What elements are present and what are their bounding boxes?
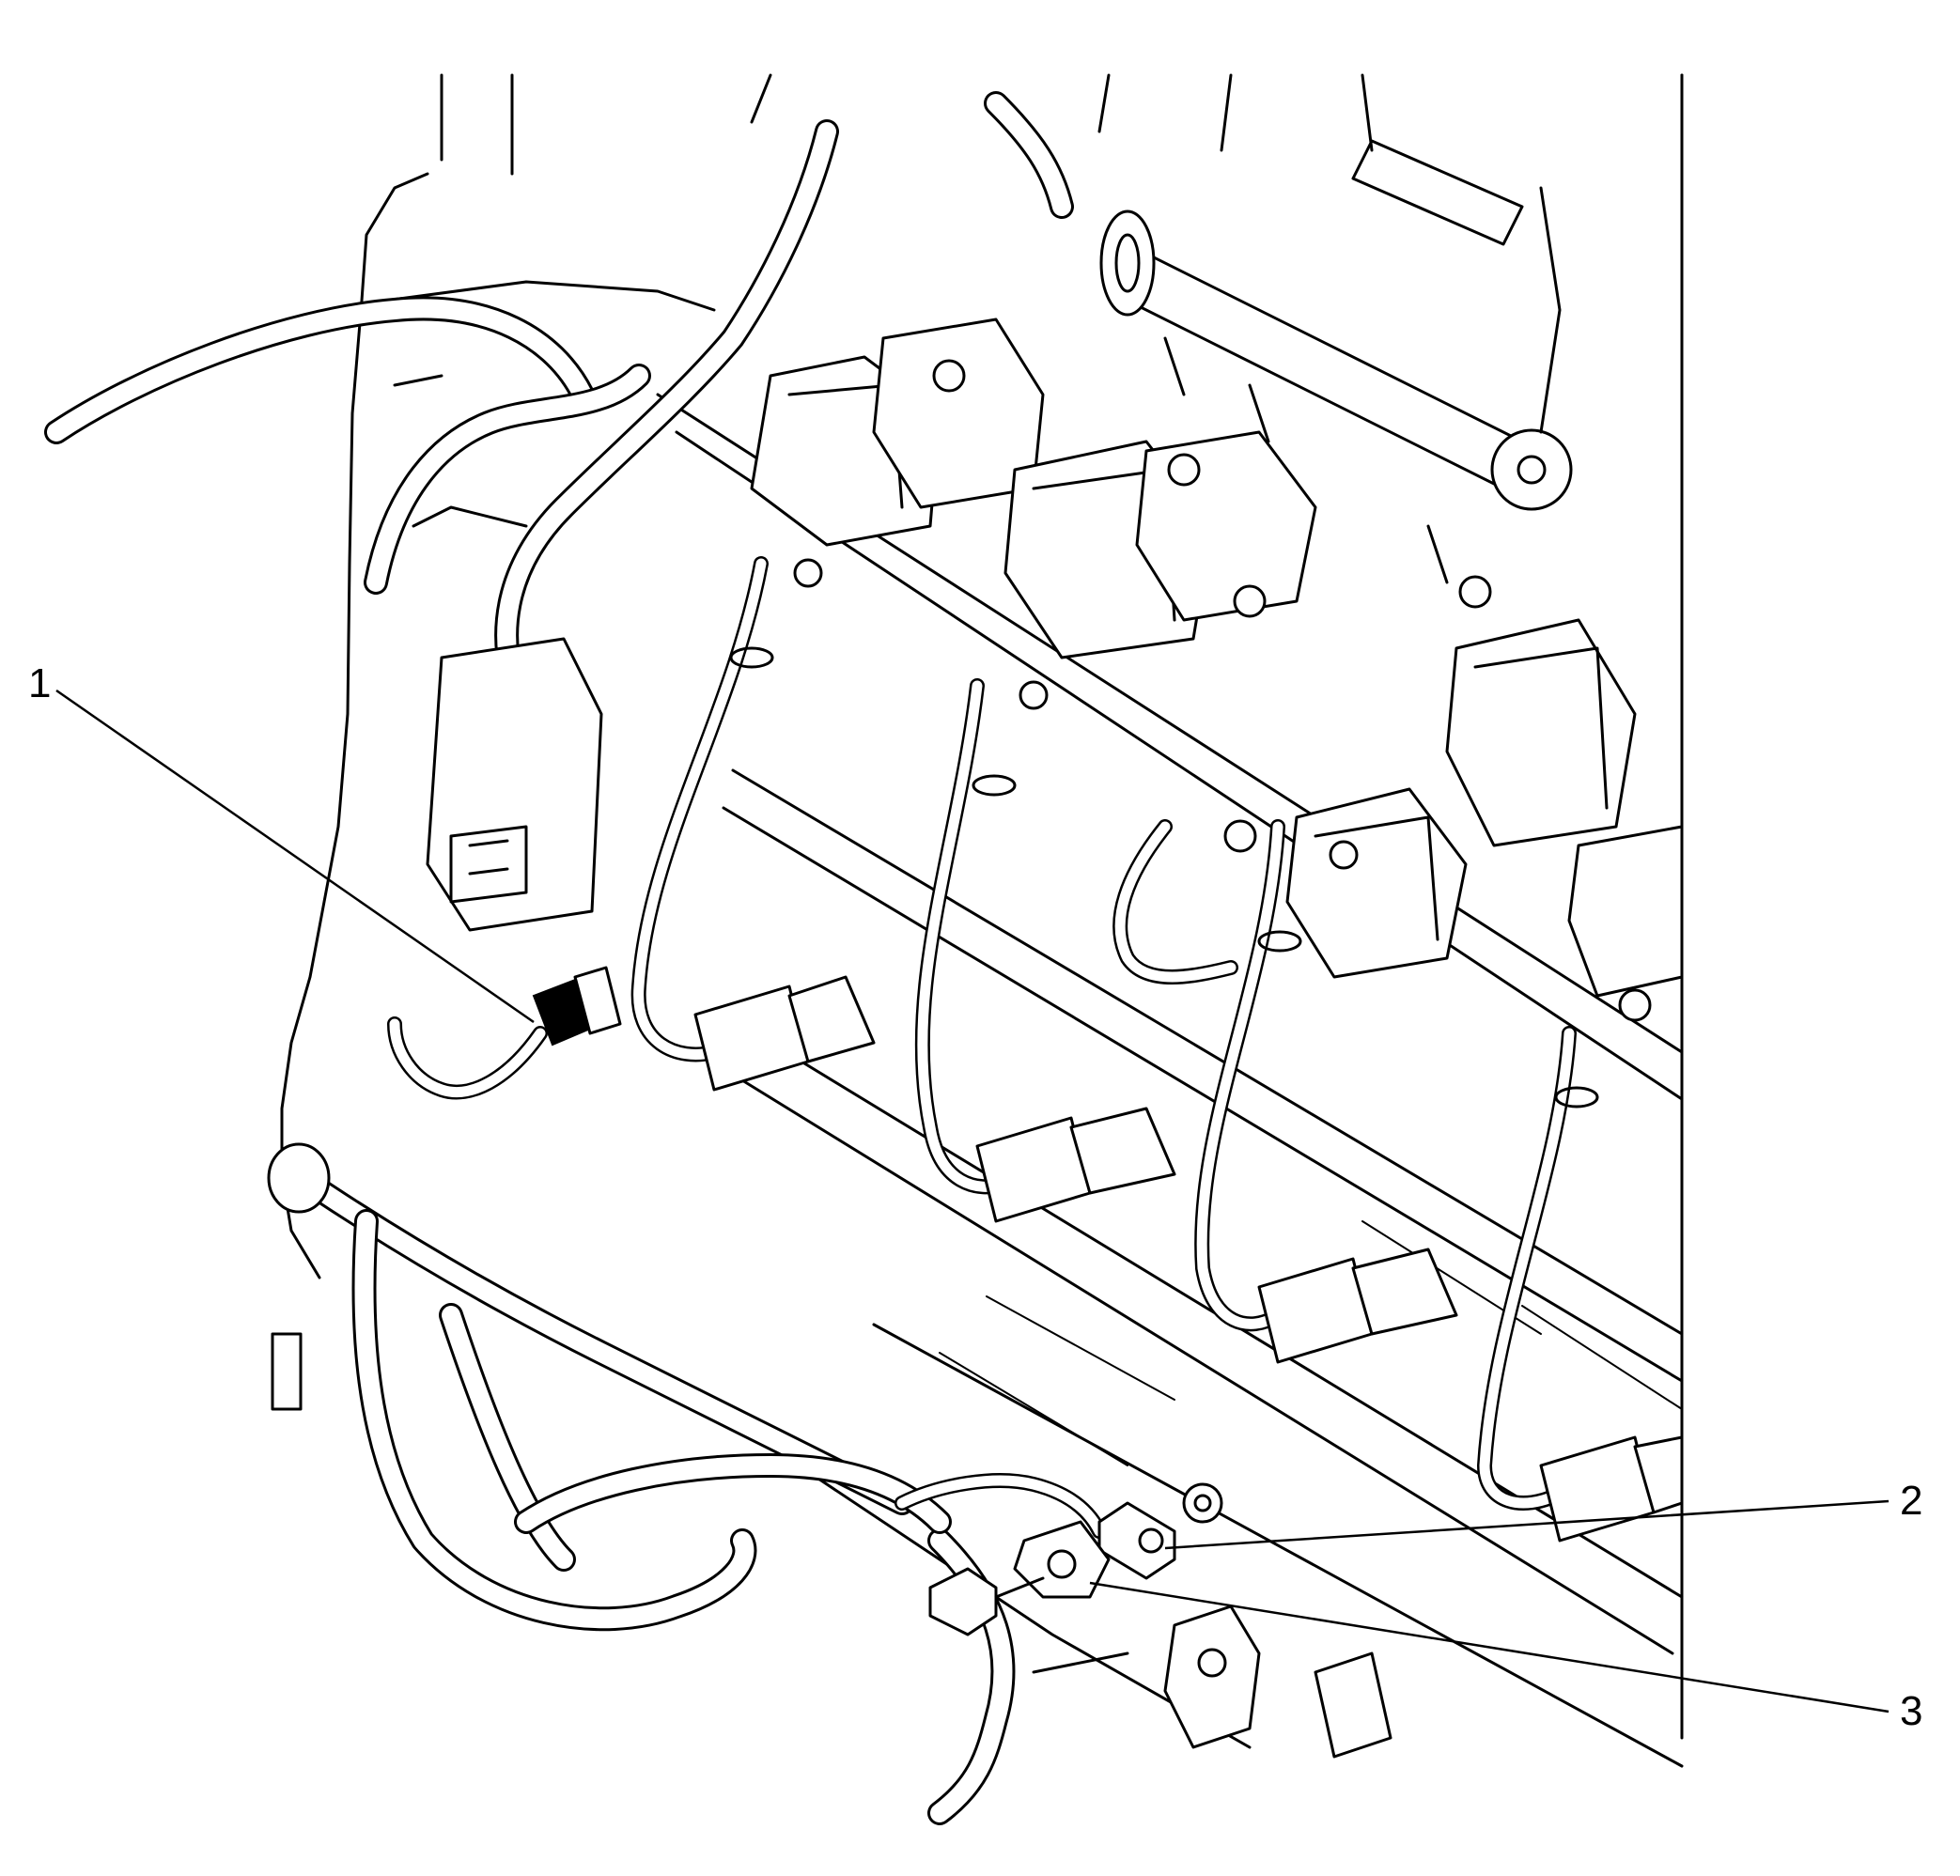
callout-1-label: 1 [28, 660, 51, 706]
ground-assembly [928, 1482, 1223, 1636]
callout-2: 2 [1164, 1478, 1922, 1550]
callout-1: 1 [28, 660, 535, 1024]
lower-harness [267, 1142, 1107, 1825]
coil-packs [750, 318, 1684, 1022]
upper-harness [44, 91, 1074, 726]
callout-2-label: 2 [1900, 1478, 1922, 1524]
fuel-rail [1099, 139, 1573, 584]
callout-3: 3 [1089, 1581, 1922, 1734]
lower-bracket [1032, 1605, 1392, 1759]
callout-3-label: 3 [1900, 1688, 1922, 1734]
spark-plug-wires [630, 556, 1684, 1543]
sensor-connector [387, 637, 622, 1100]
